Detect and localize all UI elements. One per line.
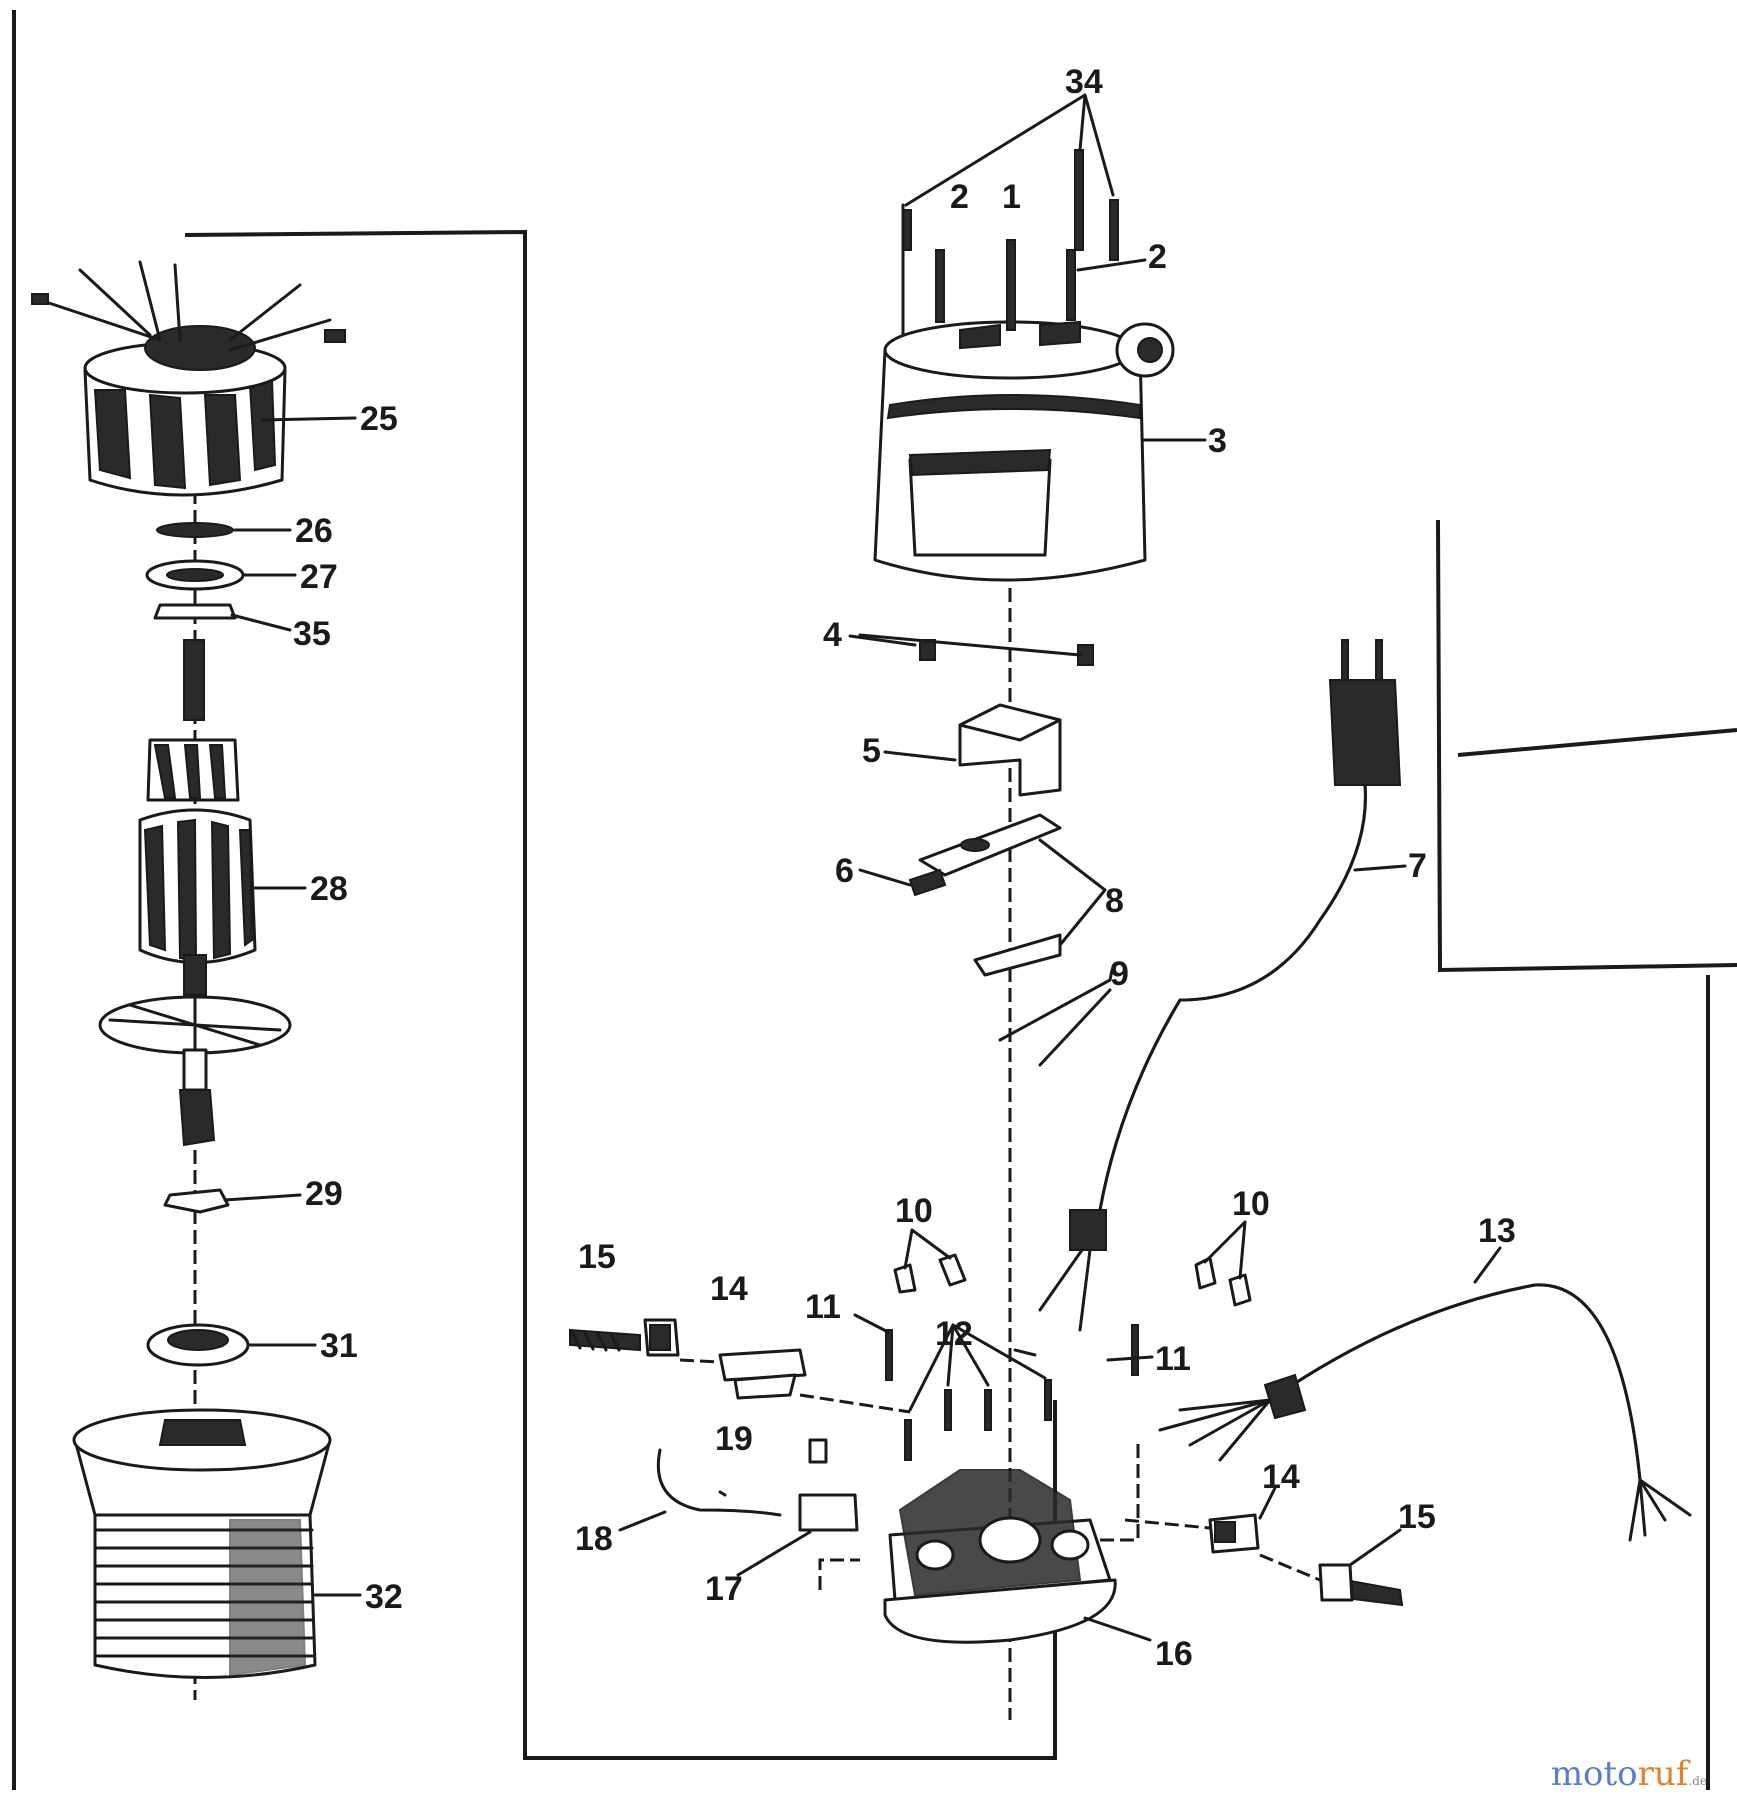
label-part-9: 9 (1110, 955, 1129, 993)
label-part-32: 32 (365, 1578, 403, 1616)
stator-field-coil (31, 260, 346, 497)
label-part-15b: 15 (1398, 1498, 1436, 1536)
label-part-34: 34 (1065, 63, 1103, 101)
frame-lines (12, 10, 1737, 1790)
label-part-13: 13 (1478, 1212, 1516, 1250)
label-part-8: 8 (1105, 882, 1124, 920)
label-part-19: 19 (715, 1420, 753, 1458)
label-part-10a: 10 (895, 1192, 933, 1230)
label-part-27: 27 (300, 558, 338, 596)
label-part-4: 4 (823, 616, 842, 654)
cap-screws (901, 93, 1119, 337)
part-labels: 34 2 1 2 3 4 5 6 7 8 9 10 10 11 11 12 13… (293, 63, 1516, 1673)
lower-bearing (146, 1188, 250, 1367)
wire-nuts (893, 1220, 1252, 1307)
label-part-26: 26 (295, 512, 333, 550)
label-part-17: 17 (705, 1570, 743, 1608)
label-part-11b: 11 (1155, 1340, 1191, 1378)
motor-lead-cord (1158, 1246, 1692, 1542)
label-part-31: 31 (320, 1327, 358, 1365)
switch-left (569, 1318, 911, 1577)
watermark-brand-b: ruf (1637, 1754, 1689, 1794)
label-part-14a: 14 (710, 1270, 748, 1308)
motor-base (883, 1469, 1152, 1644)
label-part-5: 5 (862, 732, 881, 770)
label-part-14b: 14 (1262, 1458, 1300, 1496)
watermark-suffix: .de (1688, 1774, 1707, 1788)
label-part-15a: 15 (578, 1238, 616, 1276)
watermark-logo: motoruf.de (1551, 1754, 1707, 1794)
upper-cap (873, 320, 1175, 582)
switch-right (1124, 1486, 1404, 1607)
label-part-18: 18 (575, 1520, 613, 1558)
label-part-25: 25 (360, 400, 398, 438)
label-part-1: 1 (1002, 178, 1021, 216)
label-part-12: 12 (935, 1315, 973, 1353)
label-part-2a: 2 (950, 178, 969, 216)
watermark-brand-a: moto (1550, 1754, 1638, 1794)
label-part-3: 3 (1208, 422, 1227, 460)
label-part-7: 7 (1408, 847, 1427, 885)
label-part-35: 35 (293, 615, 331, 653)
label-part-2b: 2 (1148, 238, 1167, 276)
bearing-washer-stack (145, 522, 245, 620)
armature (98, 639, 292, 1147)
base-screws (853, 1313, 1139, 1461)
label-part-10b: 10 (1232, 1185, 1270, 1223)
motor-housing (72, 1408, 332, 1679)
power-cord (1038, 639, 1402, 1332)
leader-lines (223, 258, 1407, 1597)
brush-assembly (858, 633, 1114, 1067)
label-part-29: 29 (305, 1175, 343, 1213)
label-part-6: 6 (835, 852, 854, 890)
label-part-11a: 11 (805, 1288, 841, 1326)
label-part-16: 16 (1155, 1635, 1193, 1673)
label-part-28: 28 (310, 870, 348, 908)
